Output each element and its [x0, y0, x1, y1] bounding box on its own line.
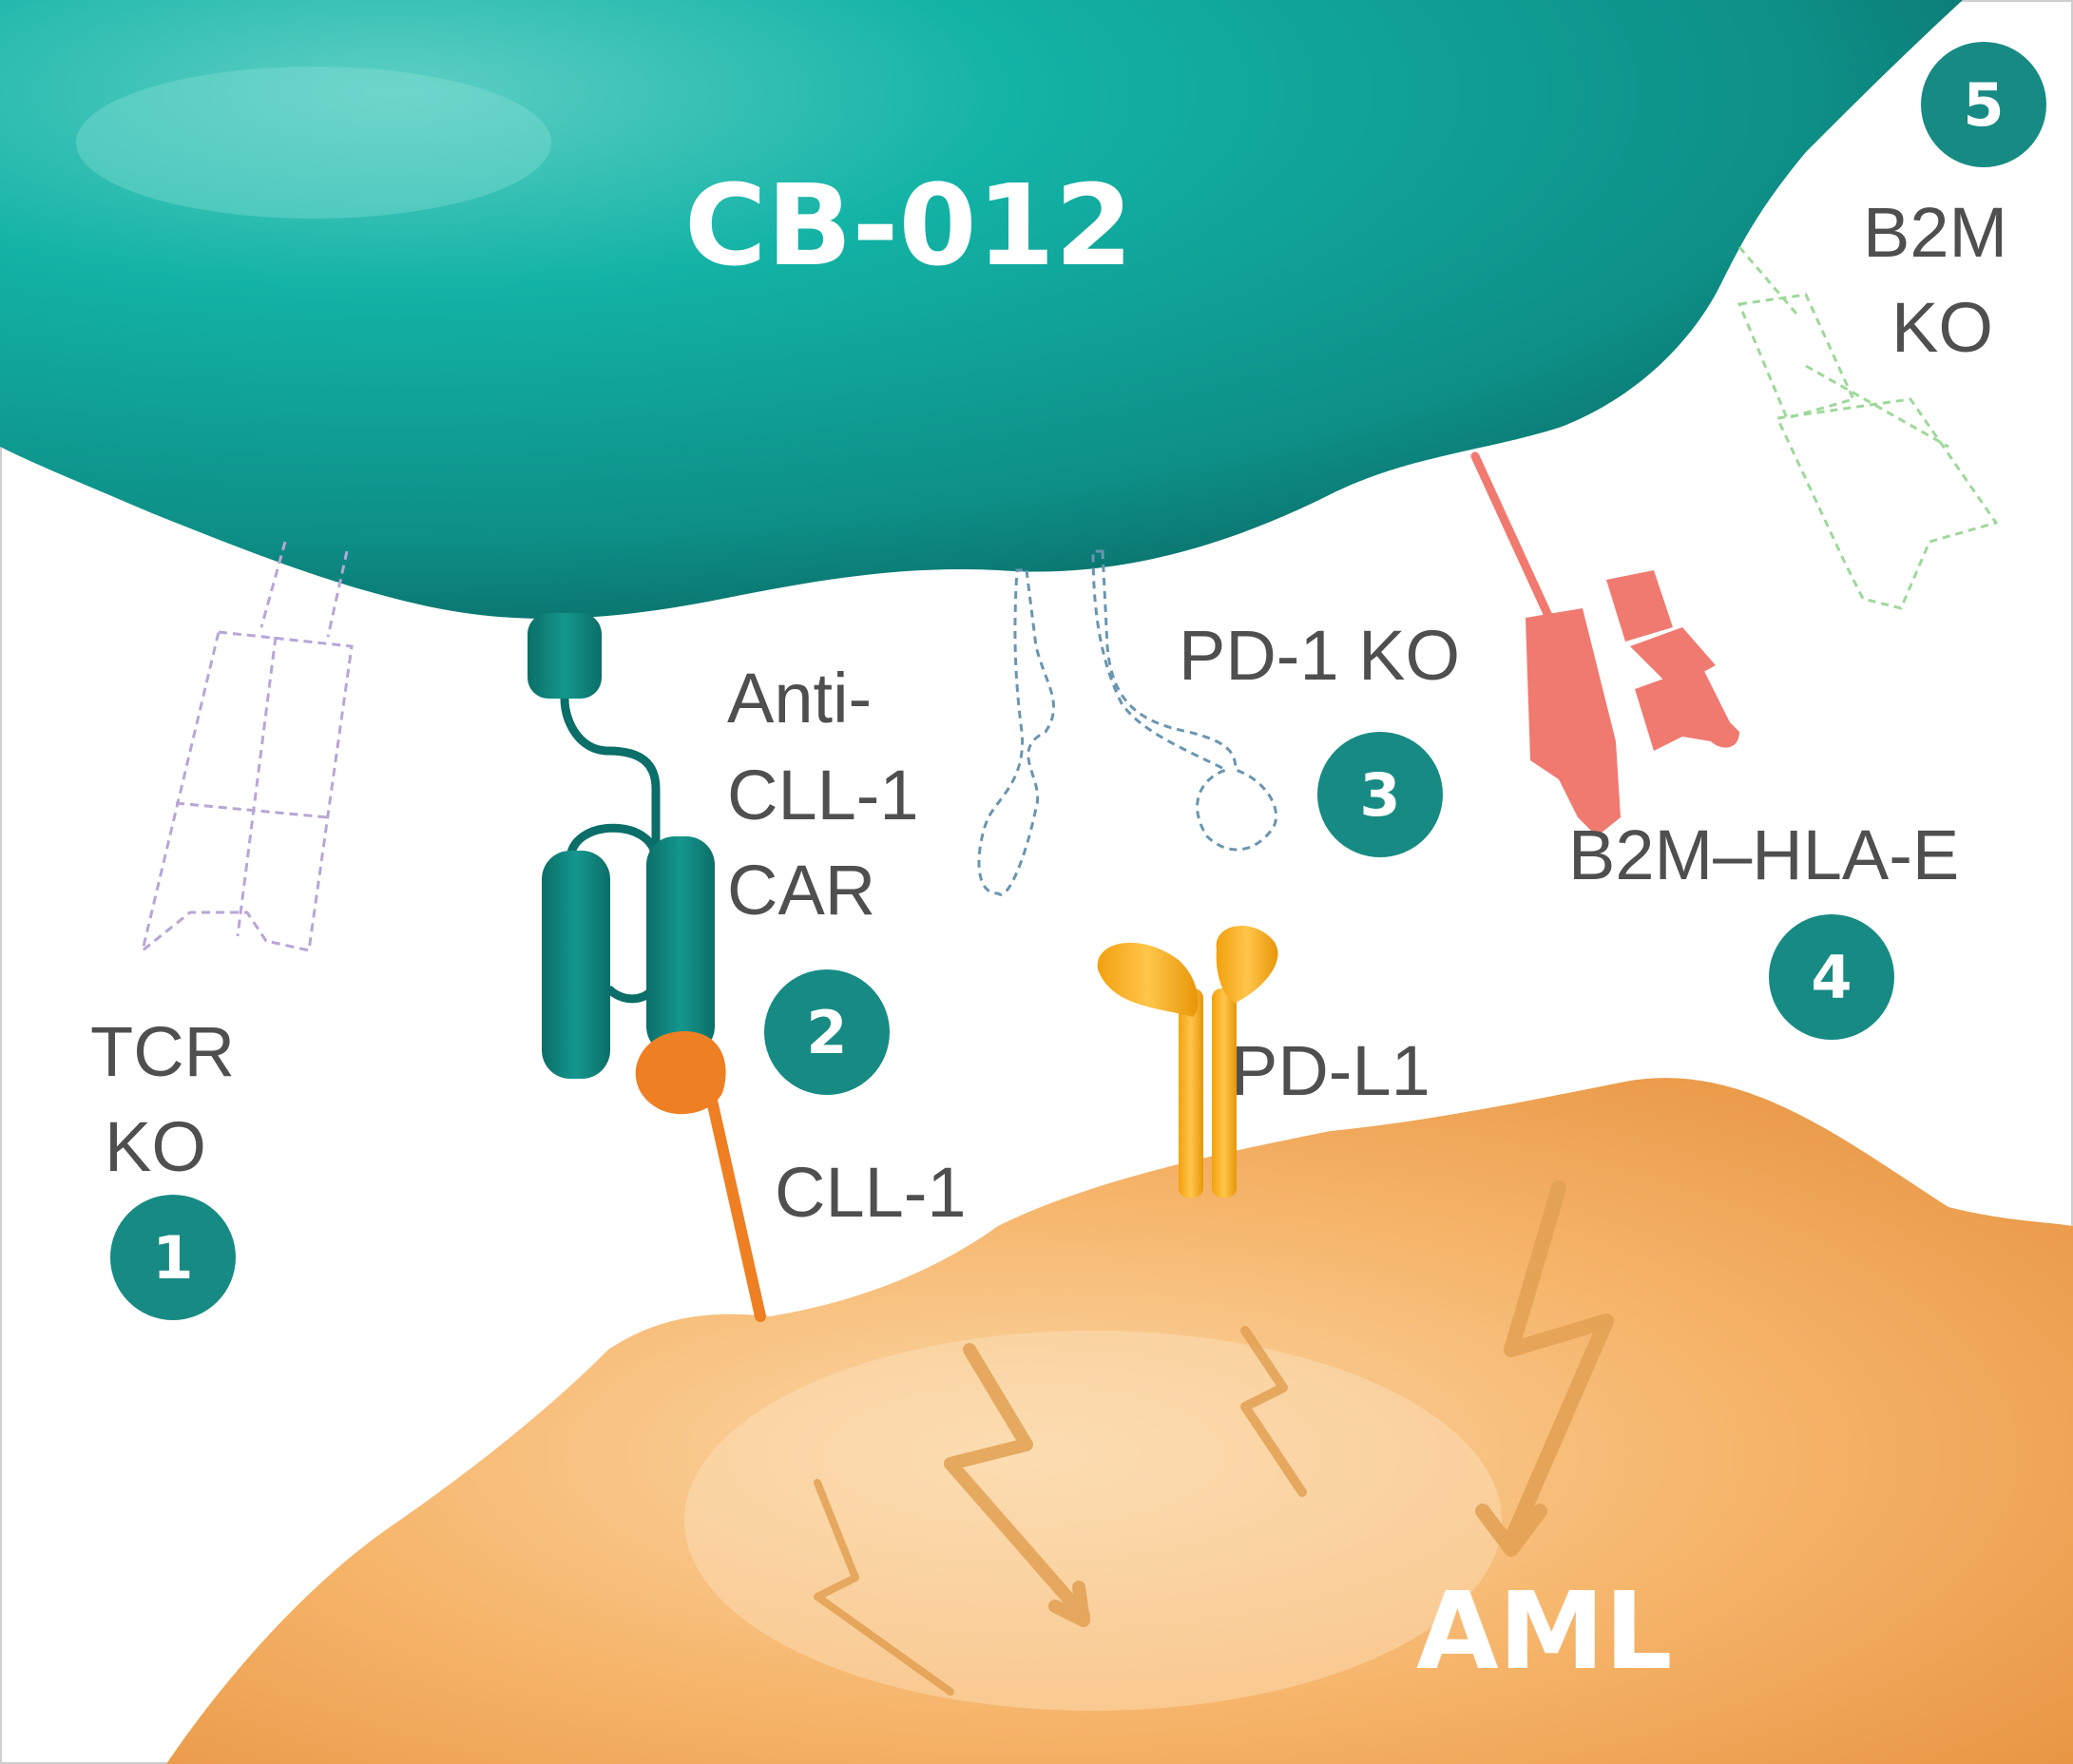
badge-2: 2	[764, 969, 890, 1095]
b2m-ko-label-line2: KO	[1891, 288, 1993, 367]
badge-5: 5	[1921, 42, 2046, 167]
cb012-cell	[0, 0, 1963, 619]
svg-text:2: 2	[806, 998, 847, 1067]
badge-4: 4	[1769, 914, 1894, 1040]
svg-text:5: 5	[1963, 70, 2004, 140]
pd1-ko-label: PD-1 KO	[1179, 616, 1460, 695]
cb012-highlight	[76, 67, 551, 219]
b2m-ko-molecule	[1737, 246, 1999, 610]
svg-text:1: 1	[152, 1223, 193, 1293]
pdl1-ligand	[1097, 925, 1278, 1198]
cb012-title: CB-012	[684, 160, 1133, 291]
car-receptor	[528, 613, 715, 1079]
aml-title: AML	[1416, 1570, 1673, 1694]
signal-arrows	[814, 1180, 1614, 1696]
svg-text:4: 4	[1811, 943, 1852, 1012]
pdl1-label: PD-L1	[1231, 1031, 1430, 1110]
tcr-label-line1: TCR	[90, 1012, 235, 1091]
cll1-antigen	[635, 1031, 766, 1322]
car-label-line2: CLL-1	[727, 756, 919, 834]
b2m-ko-label-line1: B2M	[1863, 193, 2007, 272]
aml-highlight	[684, 1331, 1502, 1711]
badge-1: 1	[110, 1195, 236, 1320]
cll1-label: CLL-1	[775, 1153, 967, 1232]
svg-text:3: 3	[1359, 760, 1400, 830]
tcr-ko-receptor	[140, 541, 354, 954]
pd1-ko-receptor	[977, 549, 1278, 896]
b2m-hla-e-label: B2M–HLA-E	[1568, 815, 1959, 894]
car-label-line3: CAR	[727, 851, 875, 930]
tcr-label-line2: KO	[105, 1107, 206, 1186]
b2m-hla-e-molecule	[1470, 451, 1739, 836]
aml-cell	[166, 1078, 2073, 1764]
car-label-line1: Anti-	[727, 659, 872, 738]
badge-3: 3	[1317, 732, 1443, 857]
